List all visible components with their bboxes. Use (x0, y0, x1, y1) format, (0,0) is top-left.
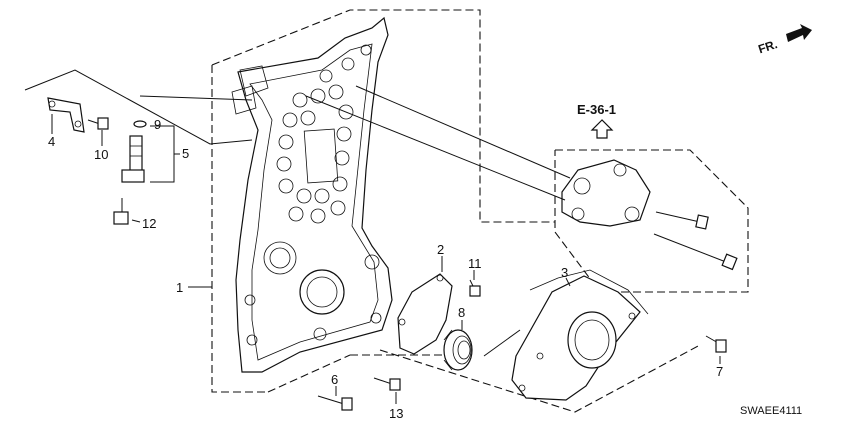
mount-bracket (561, 159, 738, 271)
callout-1: 1 (176, 280, 183, 295)
chain-case (231, 16, 393, 373)
callout-3: 3 (561, 265, 568, 280)
cover-plate (511, 269, 649, 401)
diagram-code: SWAEE4111 (740, 405, 802, 417)
sensor-assembly (47, 97, 147, 225)
front-arrow-icon (786, 24, 812, 42)
reference-arrow (590, 119, 614, 139)
gasket (397, 273, 453, 355)
callout-8: 8 (458, 305, 465, 320)
callout-2: 2 (437, 242, 444, 257)
direction-label: FR. (756, 37, 779, 56)
mount-bracket-box (554, 149, 749, 293)
case-ribs (276, 44, 372, 224)
reference-label: E-36-1 (577, 102, 616, 117)
group-outline (211, 9, 701, 413)
callout-11: 11 (468, 256, 482, 271)
callout-4: 4 (48, 134, 55, 149)
callout-12: 12 (142, 216, 156, 231)
bolts (317, 279, 727, 411)
callout-9: 9 (154, 117, 161, 132)
callout-10: 10 (94, 147, 108, 162)
callout-13: 13 (389, 406, 403, 421)
oil-seal (443, 329, 473, 371)
callout-7: 7 (716, 364, 723, 379)
leader-lines (24, 69, 721, 404)
callout-5: 5 (182, 146, 189, 161)
callout-6: 6 (331, 372, 338, 387)
